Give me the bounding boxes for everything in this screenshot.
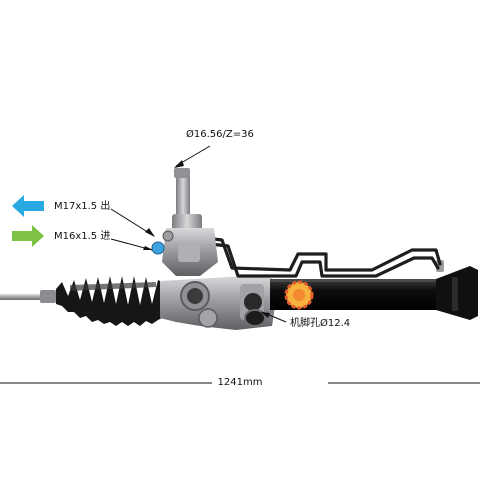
pinion-spec-label: Ø16.56/Z=36	[186, 129, 254, 140]
hydraulic-lines	[203, 236, 442, 278]
pinion-column	[151, 168, 218, 276]
leader-arrowheads	[143, 160, 270, 318]
valve-housing	[160, 276, 276, 330]
overall-length-label: 1241mm	[0, 377, 480, 389]
outlet-port-label: M17x1.5 出	[54, 201, 111, 212]
arrow-left-icon	[12, 195, 44, 217]
gear-logo-icon	[284, 280, 314, 310]
arrow-right-icon	[12, 225, 44, 247]
left-tie-rod	[0, 290, 58, 303]
left-boot	[56, 276, 162, 326]
mount-hole-label: 机脚孔Ø12.4	[290, 318, 351, 329]
overall-length-value: 1241mm	[215, 377, 265, 388]
inlet-port-label: M16x1.5 进	[54, 231, 111, 242]
